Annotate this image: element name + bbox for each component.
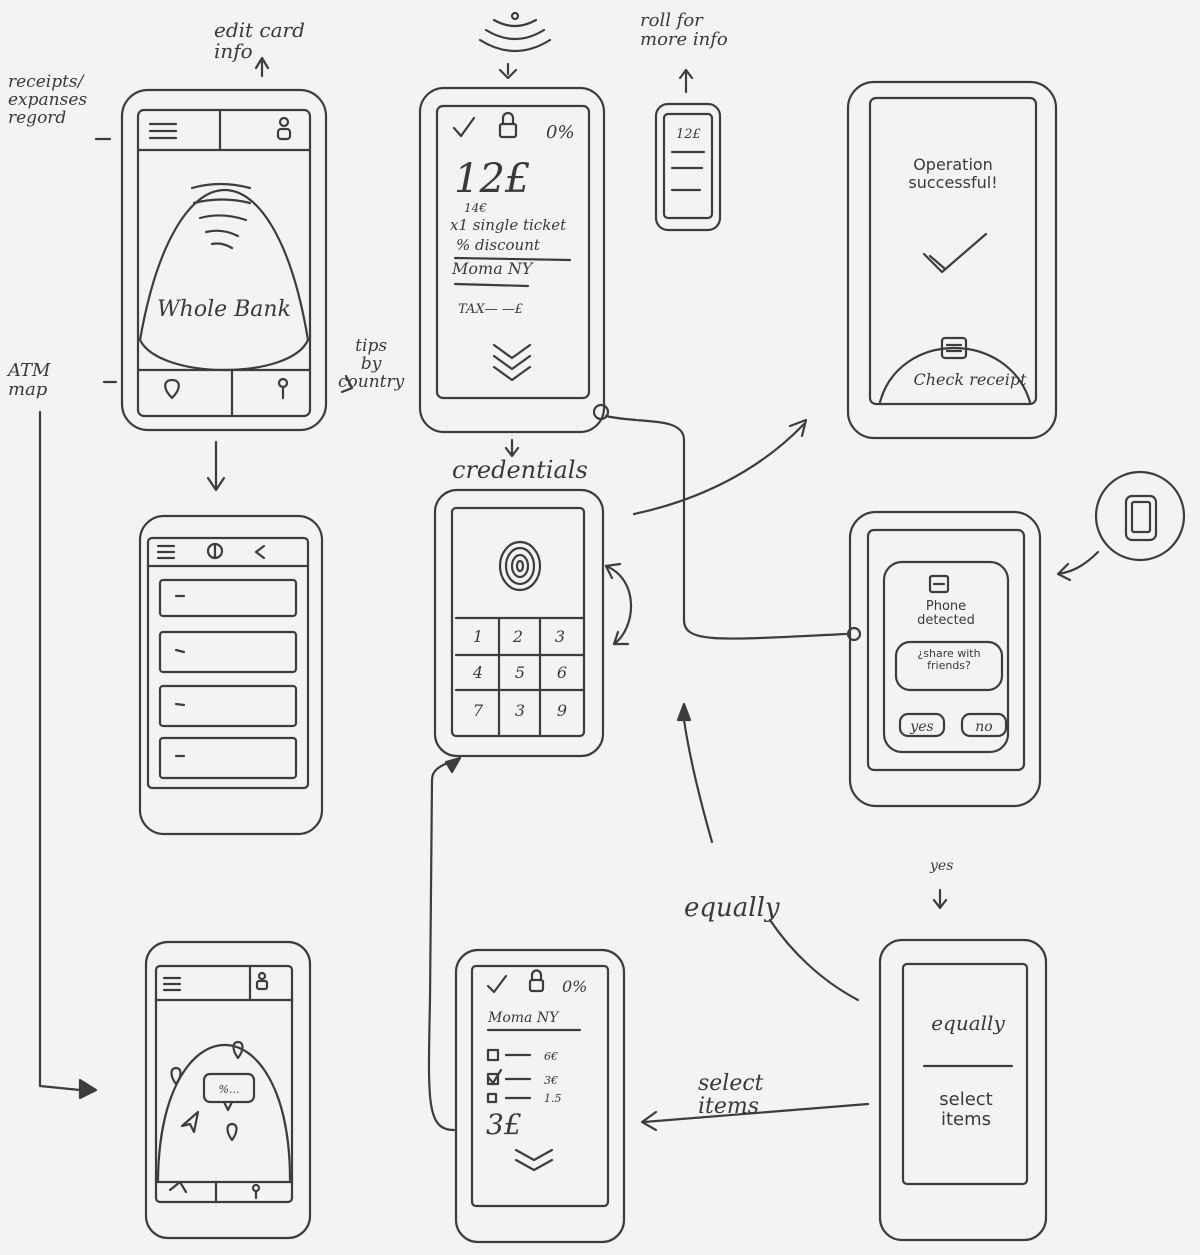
- list-item[interactable]: [158, 578, 298, 618]
- split-merchant: Moma NY: [487, 1010, 560, 1026]
- payment-screen: [418, 86, 610, 434]
- choose-select-items[interactable]: select items: [939, 1089, 993, 1130]
- keypad-key-9[interactable]: 9: [557, 701, 567, 720]
- split-item-2-price: 3€: [544, 1074, 558, 1087]
- keypad-key-6[interactable]: 6: [557, 663, 567, 682]
- nfc-waves-icon: [478, 11, 552, 80]
- keypad-key-5[interactable]: 5: [515, 663, 525, 682]
- peace-icon[interactable]: [206, 542, 224, 560]
- payment-amount: 12£: [454, 156, 530, 202]
- fingerprint-icon[interactable]: [498, 540, 542, 592]
- no-button-label[interactable]: no: [975, 719, 992, 735]
- label-atm-map: ATM map: [8, 360, 51, 400]
- success-screen: [846, 80, 1058, 440]
- choose-equally[interactable]: equally: [931, 1011, 1005, 1035]
- label-credentials: credentials: [452, 456, 588, 484]
- menu-icon-2[interactable]: [156, 544, 176, 560]
- item-checkbox[interactable]: [486, 1092, 498, 1104]
- payment-tax: TAX— —£: [458, 302, 523, 317]
- lock-icon-2: [528, 969, 545, 993]
- payment-line-discount: % discount: [456, 236, 541, 254]
- menu-icon[interactable]: [148, 122, 178, 140]
- expand-chevron-icon[interactable]: [492, 343, 532, 382]
- share-icon[interactable]: [254, 544, 266, 560]
- split-item-3-price: 1.5: [544, 1092, 562, 1105]
- payment-amount-sub: 14€: [464, 201, 487, 215]
- home-bank-name: Whole Bank: [157, 297, 291, 322]
- expand-chevron-icon-2[interactable]: [514, 1148, 554, 1172]
- payment-discount: 0%: [546, 122, 575, 143]
- payment-merchant: Moma NY: [451, 259, 534, 278]
- label-yes: yes: [929, 858, 953, 874]
- label-equally: equally: [684, 893, 780, 923]
- no-button[interactable]: [960, 712, 1008, 738]
- keypad-key-4[interactable]: 4: [472, 663, 483, 682]
- split-discount: 0%: [562, 977, 587, 996]
- share-question: ¿share with friends?: [917, 647, 981, 673]
- label-edit-card-info: edit card info: [214, 18, 305, 63]
- list-item[interactable]: [158, 630, 298, 674]
- label-roll-more-info: roll for more info: [640, 10, 728, 50]
- share-question-box: [894, 640, 1004, 692]
- check-icon: [452, 116, 476, 138]
- swipe-handle[interactable]: [592, 403, 610, 421]
- home-screen: [120, 88, 328, 432]
- split-screen: [454, 948, 626, 1244]
- keypad-key-2[interactable]: 2: [512, 627, 523, 646]
- split-total: 3£: [486, 1108, 522, 1141]
- check-large-icon: [922, 232, 988, 274]
- receipt-icon[interactable]: [940, 336, 968, 360]
- map-pin-icon[interactable]: [232, 1040, 244, 1060]
- phone-detected-title: Phone detected: [917, 599, 975, 629]
- map-bubble-label: %...: [219, 1083, 240, 1096]
- keypad-key-3[interactable]: 3: [555, 627, 565, 646]
- keypad-key-8[interactable]: 3: [515, 701, 525, 720]
- keypad-screen: [433, 488, 605, 758]
- mini-receipt-screen: [654, 102, 722, 232]
- tips-icon[interactable]: [277, 377, 289, 400]
- check-icon-2: [486, 974, 508, 994]
- item-checkbox[interactable]: [486, 1048, 500, 1062]
- map-pin-icon[interactable]: [226, 1122, 238, 1142]
- location-arrow-icon[interactable]: [180, 1110, 200, 1134]
- lock-icon: [498, 111, 518, 139]
- label-receipts-record: receipts/ expanses regord: [8, 72, 88, 128]
- keypad-key-1[interactable]: 1: [473, 627, 483, 646]
- user-icon[interactable]: [276, 116, 292, 141]
- mini-receipt-amount: 12£: [676, 127, 701, 142]
- map-pin-icon[interactable]: [170, 1066, 182, 1086]
- card-icon: [928, 574, 950, 594]
- success-message: Operation successful!: [908, 155, 998, 192]
- list-item[interactable]: [158, 736, 298, 780]
- menu-icon-3[interactable]: [162, 976, 182, 992]
- yes-button-label[interactable]: yes: [909, 719, 933, 735]
- contactless-icon: [190, 182, 252, 250]
- user-icon-2[interactable]: [255, 971, 269, 991]
- map-pin-icon[interactable]: [164, 378, 180, 400]
- atm-icon[interactable]: [168, 1180, 188, 1194]
- list-item[interactable]: [158, 684, 298, 728]
- label-tips-by-country: tips by country: [338, 336, 405, 392]
- phone-detected-screen: [846, 510, 1042, 808]
- success-check-receipt: Check receipt: [913, 370, 1027, 389]
- tip-bubble[interactable]: [202, 1072, 256, 1104]
- yes-button[interactable]: [898, 712, 946, 738]
- choose-split-screen: [878, 938, 1048, 1242]
- phone-zoom-icon: [1094, 470, 1186, 562]
- tips-icon-2[interactable]: [251, 1183, 261, 1200]
- split-item-1-price: 6€: [544, 1050, 558, 1063]
- payment-line-ticket: x1 single ticket: [450, 216, 567, 234]
- map-screen: [144, 940, 312, 1240]
- list-screen: [138, 514, 324, 836]
- keypad-key-7[interactable]: 7: [473, 701, 484, 720]
- label-select-items: select items: [698, 1071, 764, 1120]
